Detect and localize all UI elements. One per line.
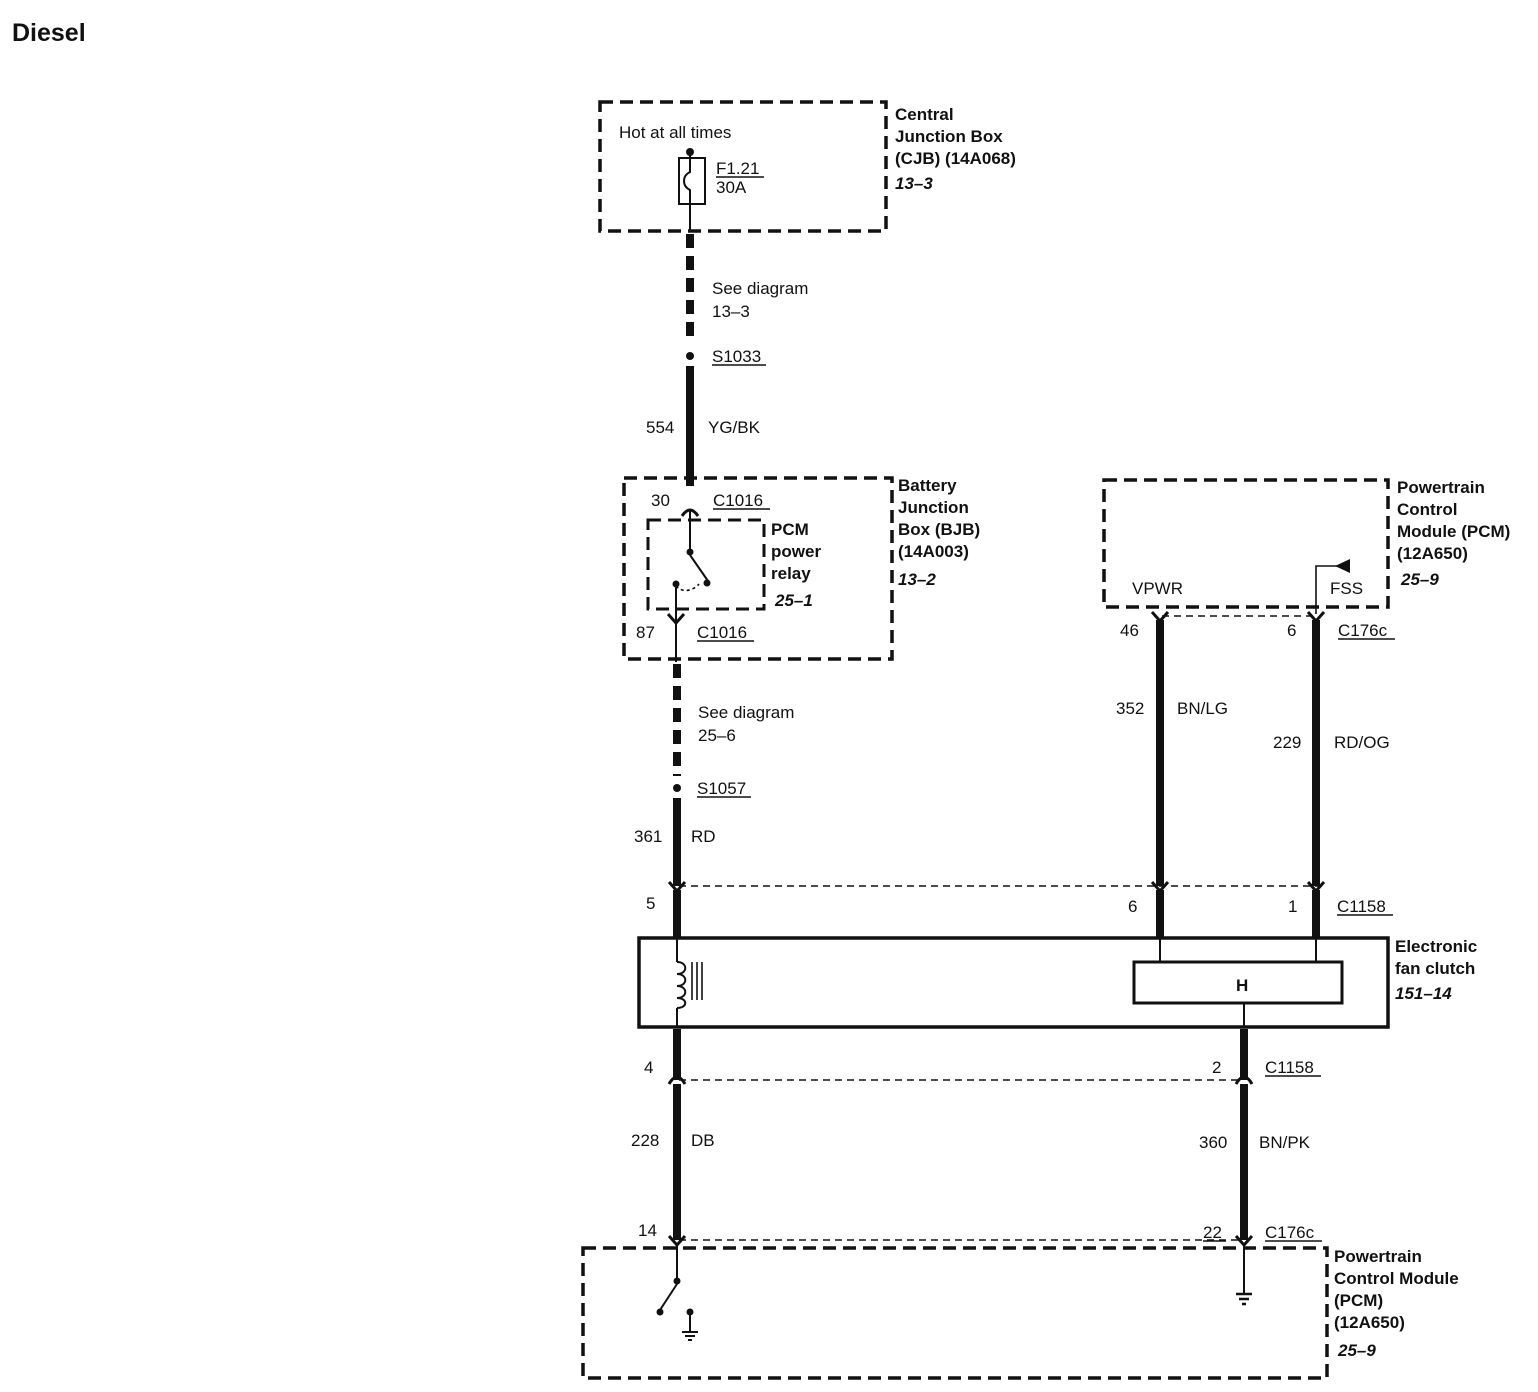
wire-361-color: RD <box>691 827 716 846</box>
relay-label-3: relay <box>771 564 811 583</box>
c176c-pin-22: 22 <box>1203 1223 1222 1242</box>
wire-352-color: BN/LG <box>1177 699 1228 718</box>
bjb-connector-out: C1016 <box>697 623 747 642</box>
see-diagram-top-2: 13–3 <box>712 302 750 321</box>
c1158-top-connector: C1158 <box>1337 897 1386 916</box>
clutch-label-1: Electronic <box>1395 937 1477 956</box>
fss-signal-icon <box>1335 559 1350 573</box>
c1158-pin-2: 2 <box>1212 1058 1221 1077</box>
bjb-box <box>622 476 894 661</box>
fuse-icon <box>678 157 706 205</box>
pcm-bottom-box <box>581 1246 1329 1380</box>
pcm-top-label-4: (12A650) <box>1397 544 1468 563</box>
pcm-bottom-ref: 25–9 <box>1337 1341 1376 1360</box>
cjb-box <box>598 100 888 233</box>
splice-s1033: S1033 <box>712 347 761 366</box>
diagram-title: Diesel <box>12 19 86 47</box>
cjb-label-3: (CJB) (14A068) <box>895 149 1016 168</box>
c176c-bottom-connector: C176c <box>1265 1223 1315 1242</box>
fuse-id: F1.21 <box>716 159 759 178</box>
clutch-label-2: fan clutch <box>1395 959 1475 978</box>
wire-360-color: BN/PK <box>1259 1133 1311 1152</box>
pcm-pin-46: 46 <box>1120 621 1139 640</box>
pcm-switch-icon <box>659 1283 678 1311</box>
connector-c176c-46-icon <box>1150 611 1170 624</box>
speed-sensor-box <box>1132 960 1344 1005</box>
pcm-top-connector: C176c <box>1338 621 1388 640</box>
c1158-pin-1: 1 <box>1288 897 1297 916</box>
pcm-top-label-3: Module (PCM) <box>1397 522 1510 541</box>
bjb-label-1: Battery <box>898 476 957 495</box>
splice-s1057: S1057 <box>697 779 746 798</box>
relay-label-2: power <box>771 542 821 561</box>
pcm-vpwr-label: VPWR <box>1132 579 1183 598</box>
clutch-ref: 151–14 <box>1395 984 1452 1003</box>
bjb-label-4: (14A003) <box>898 542 969 561</box>
c1158-pin-4: 4 <box>644 1058 653 1077</box>
c1158-bottom-connector: C1158 <box>1265 1058 1314 1077</box>
c1158-pin-5: 5 <box>646 894 655 913</box>
bjb-pin-87: 87 <box>636 623 655 642</box>
bjb-pin-30: 30 <box>651 491 670 510</box>
c176c-pin-14: 14 <box>638 1221 657 1240</box>
bjb-label-2: Junction <box>898 498 969 517</box>
relay-coil-switch-icon <box>689 554 709 582</box>
wire-360-circuit: 360 <box>1199 1133 1227 1152</box>
cjb-label-1: Central <box>895 105 954 124</box>
pcm-top-box <box>1102 478 1390 609</box>
see-diagram-mid-2: 25–6 <box>698 726 736 745</box>
pcm-top-label-2: Control <box>1397 500 1457 519</box>
bjb-connector-in: C1016 <box>713 491 763 510</box>
wire-228-circuit: 228 <box>631 1131 659 1150</box>
pcm-top-ref: 25–9 <box>1400 570 1439 589</box>
cjb-label-2: Junction Box <box>895 127 1003 146</box>
bjb-ref: 13–2 <box>898 570 936 589</box>
wire-229-circuit: 229 <box>1273 733 1301 752</box>
see-diagram-mid-1: See diagram <box>698 703 794 722</box>
pcm-bottom-label-2: Control Module <box>1334 1269 1459 1288</box>
cjb-hot-label: Hot at all times <box>619 123 731 142</box>
clutch-coil-icon <box>676 961 687 1009</box>
relay-switch-contact-icon <box>672 580 680 588</box>
fan-clutch-box <box>637 936 1390 1029</box>
connector-c1158-4-icon <box>667 1075 687 1085</box>
pcm-bottom-label-3: (PCM) <box>1334 1291 1383 1310</box>
fuse-rating: 30A <box>716 178 747 197</box>
pcm-fss-label: FSS <box>1330 579 1363 598</box>
speed-sensor-label: H <box>1236 976 1248 995</box>
wire-228-color: DB <box>691 1131 715 1150</box>
pcm-pin-6: 6 <box>1287 621 1296 640</box>
pcm-bottom-label-4: (12A650) <box>1334 1313 1405 1332</box>
connector-c1158-2-icon <box>1234 1075 1254 1085</box>
wire-352-circuit: 352 <box>1116 699 1144 718</box>
relay-ref: 25–1 <box>774 591 813 610</box>
wire-361-circuit: 361 <box>634 827 662 846</box>
cjb-ref: 13–3 <box>895 174 933 193</box>
pcm-power-relay-box <box>646 518 766 611</box>
see-diagram-top-1: See diagram <box>712 279 808 298</box>
splice-s1033-node <box>686 352 694 360</box>
pcm-bottom-label-1: Powertrain <box>1334 1247 1422 1266</box>
relay-label-1: PCM <box>771 520 809 539</box>
c1158-pin-6: 6 <box>1128 897 1137 916</box>
bjb-label-3: Box (BJB) <box>898 520 980 539</box>
wire-554-circuit: 554 <box>646 418 674 437</box>
wire-229-color: RD/OG <box>1334 733 1390 752</box>
wire-554-color: YG/BK <box>708 418 761 437</box>
pcm-top-label-1: Powertrain <box>1397 478 1485 497</box>
splice-s1057-node <box>673 784 681 792</box>
